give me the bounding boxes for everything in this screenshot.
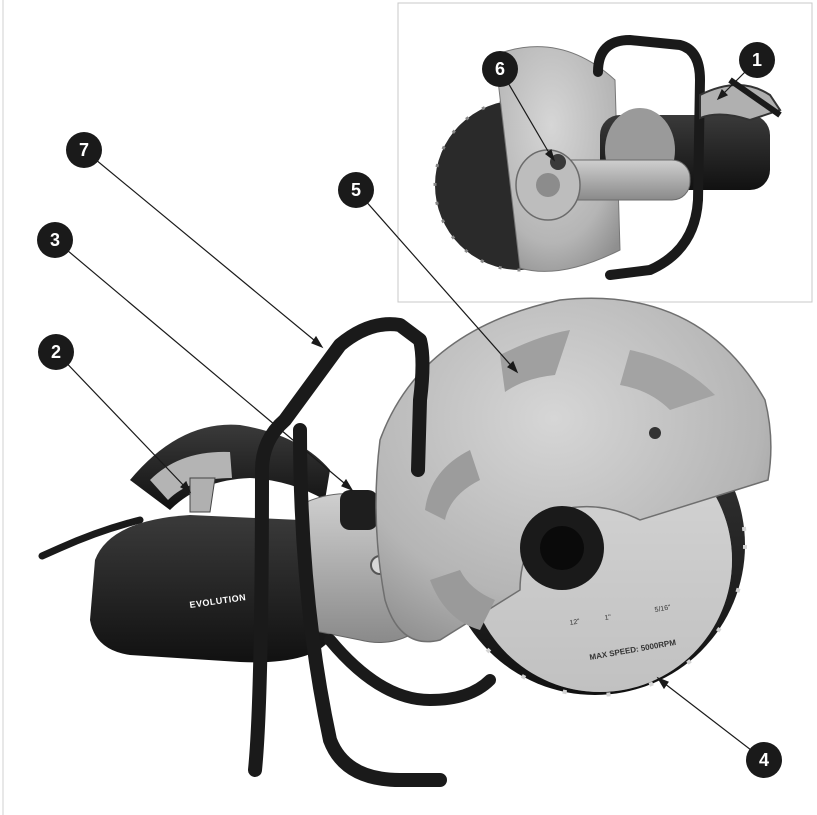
callout-5: 5 <box>338 172 374 208</box>
svg-text:7: 7 <box>79 140 89 160</box>
front-handle <box>248 317 430 777</box>
blade-spec-3: 5/16" <box>654 604 672 614</box>
svg-text:5: 5 <box>351 180 361 200</box>
callout-3: 3 <box>37 222 73 258</box>
callout-2: 2 <box>38 334 74 370</box>
blade-spec-2: 1" <box>604 614 612 622</box>
callout-4: 4 <box>746 742 782 778</box>
svg-text:3: 3 <box>50 230 60 250</box>
svg-text:6: 6 <box>495 59 505 79</box>
callout-1: 1 <box>739 42 775 78</box>
svg-text:2: 2 <box>51 342 61 362</box>
svg-text:1: 1 <box>752 50 762 70</box>
callout-7: 7 <box>66 132 102 168</box>
callout-6: 6 <box>482 51 518 87</box>
leader-lines <box>54 59 765 761</box>
inset-saw-image <box>433 34 782 280</box>
main-saw-image: EVOLUTION MAX SPEED: 5000RPM 12" 1" 5/16… <box>38 297 772 787</box>
blade-spec-1: 12" <box>569 618 581 627</box>
svg-text:4: 4 <box>759 750 769 770</box>
